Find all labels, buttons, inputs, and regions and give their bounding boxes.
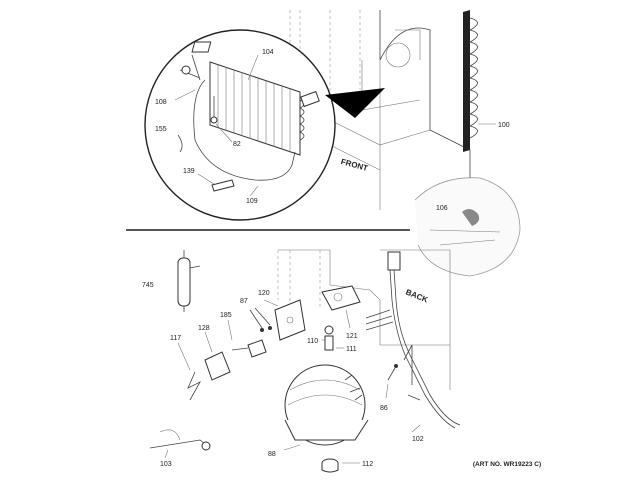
callout-108: 108 (155, 99, 167, 106)
screw-86: 86 (380, 364, 398, 412)
callout-185: 185 (220, 312, 232, 319)
harness-102: 102 (365, 251, 461, 443)
callout-109: 109 (246, 198, 258, 205)
detail-pointer (325, 88, 385, 118)
screws-87: 87 (240, 298, 272, 332)
callout-139: 139 (183, 168, 195, 175)
clip-185: 185 (220, 312, 267, 358)
callout-120: 120 (258, 290, 270, 297)
callout-86: 86 (380, 405, 388, 412)
callout-88: 88 (268, 451, 276, 458)
foot-112: 112 (321, 458, 373, 473)
callout-111: 111 (346, 346, 357, 353)
grommet-110: 110 111 (307, 325, 357, 353)
condenser-coil-100: 100 (463, 10, 510, 152)
magnified-detail: 104 108 82 155 139 109 (144, 29, 385, 221)
callout-128: 128 (198, 325, 210, 332)
callout-155: 155 (155, 126, 167, 133)
callout-112: 112 (362, 461, 373, 468)
detail-106: 106 (414, 177, 521, 277)
front-text: FRONT (340, 157, 369, 173)
callout-100: 100 (498, 122, 510, 129)
callout-87: 87 (240, 298, 248, 305)
front-label: FRONT (340, 157, 369, 173)
overload-128: 128 (198, 325, 231, 381)
wire-117: 117 (170, 335, 201, 401)
callout-745: 745 (142, 282, 154, 289)
callout-117: 117 (170, 335, 181, 342)
callout-102: 102 (412, 436, 424, 443)
callout-110: 110 (307, 338, 318, 345)
callout-106: 106 (436, 205, 448, 212)
back-text: BACK (404, 288, 429, 305)
callout-103: 103 (160, 461, 172, 468)
tube-103: 103 (149, 429, 211, 468)
drier-745: 745 (142, 250, 201, 312)
art-number: (ART NO. WR19223 C) (473, 461, 541, 468)
evaporator-104: 104 (191, 41, 320, 156)
callout-104: 104 (262, 49, 274, 56)
bracket-120: 120 (258, 290, 306, 341)
callout-121: 121 (346, 333, 358, 340)
back-label: BACK (404, 288, 429, 305)
compressor-88: 88 (268, 364, 369, 458)
callout-82: 82 (233, 141, 241, 148)
lower-cabinet (277, 249, 451, 390)
relay-121: 121 (321, 285, 361, 340)
